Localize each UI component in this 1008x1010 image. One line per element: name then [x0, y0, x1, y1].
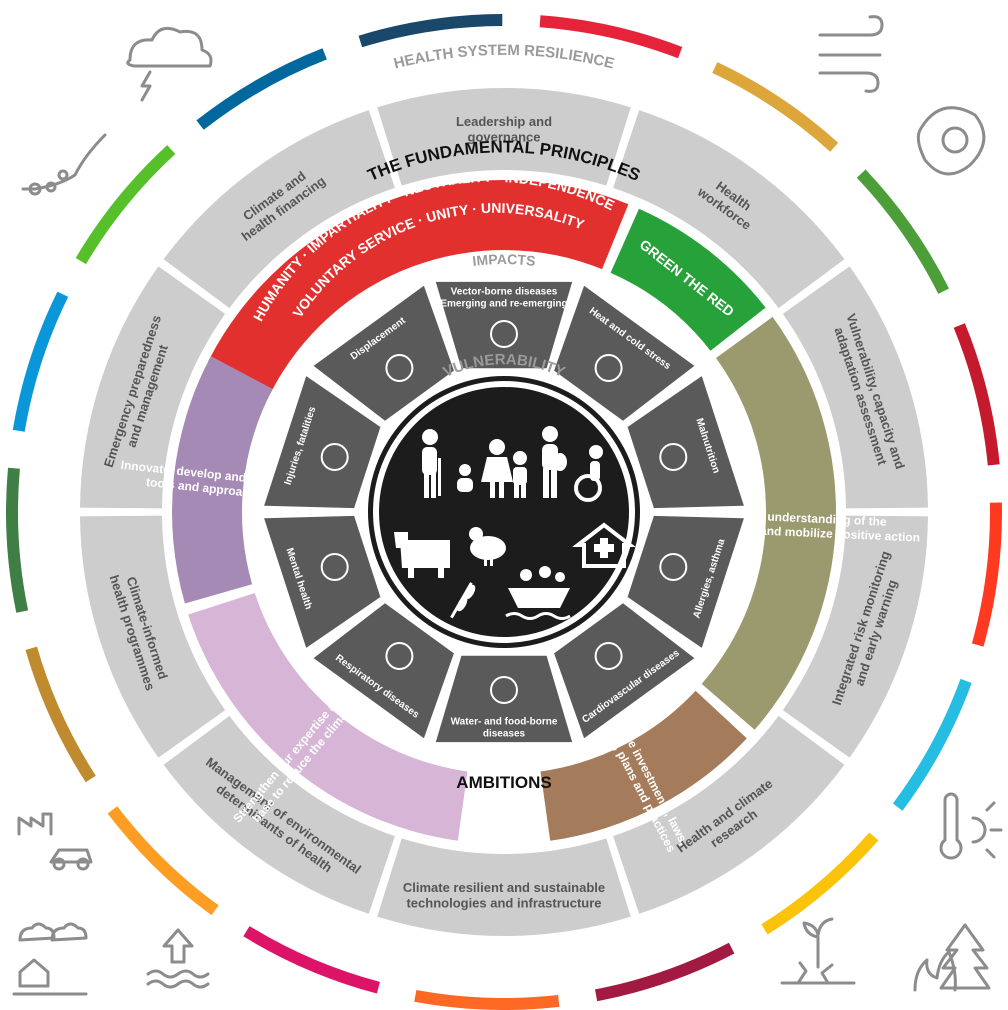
ambition-band	[701, 316, 836, 730]
sdg-segment	[6, 467, 29, 613]
impact-icon	[659, 443, 688, 471]
flood-boat-icon	[505, 566, 571, 620]
sdg-segment	[595, 942, 735, 1002]
sdg-segment	[414, 990, 560, 1010]
health-facility-icon	[572, 522, 636, 568]
health-system-sector	[613, 110, 845, 309]
impact-icon	[490, 320, 518, 348]
sdg-segment	[971, 502, 1002, 647]
health-system-sector	[377, 838, 631, 937]
sdg-segment	[856, 169, 949, 294]
wind-icon	[818, 15, 884, 93]
flood-icon	[12, 922, 88, 996]
sdg-segment	[107, 806, 219, 916]
sdg-color-ring	[6, 14, 1002, 1010]
sdg-segment	[712, 62, 839, 152]
impact-sector	[435, 281, 573, 369]
impact-icon	[320, 443, 349, 471]
fundamental-principles-band	[208, 180, 629, 394]
poultry-icon	[469, 527, 506, 566]
impacts-title: IMPACTS	[472, 251, 537, 269]
impact-icon	[594, 354, 623, 382]
crops-icon	[450, 582, 476, 619]
impact-sector	[313, 603, 454, 739]
principles-ambitions-ring: GREEN THE RED	[172, 180, 836, 841]
health-system-sector	[377, 87, 631, 186]
ambition-band	[188, 593, 468, 841]
sdg-segment	[25, 646, 96, 783]
impact-icon	[659, 553, 688, 581]
hazard-icons	[12, 15, 1003, 996]
impact-sector	[627, 376, 744, 509]
cyclone-icon	[916, 106, 986, 176]
health-system-sector	[163, 110, 395, 309]
impact-sector	[264, 376, 381, 509]
wildfire-icon	[913, 923, 991, 992]
health-system-sector	[782, 515, 928, 758]
vulnerability-core-border	[373, 381, 635, 643]
landslide-icon	[21, 133, 107, 196]
impact-sector	[264, 515, 381, 648]
impact-sector	[435, 655, 573, 743]
sdg-segment	[12, 291, 69, 432]
health-system-sector	[80, 266, 226, 509]
sdg-segment	[953, 323, 1000, 466]
pollution-icon	[17, 812, 93, 871]
sdg-segment	[761, 832, 879, 935]
impact-icon	[385, 354, 414, 382]
impact-icon	[385, 642, 414, 670]
heat-thermometer-icon	[939, 792, 1003, 860]
vulnerability-core	[368, 376, 640, 648]
sea-level-rise-icon	[146, 928, 210, 989]
sdg-segment	[358, 14, 503, 48]
green-the-red-band	[610, 208, 766, 351]
sdg-segment	[196, 48, 327, 130]
ambition-band	[172, 356, 273, 604]
storm-icon	[126, 26, 213, 102]
impact-sector	[554, 603, 695, 739]
ambitions-title: AMBITIONS	[456, 773, 551, 792]
impact-sector	[554, 285, 695, 421]
health-system-sector	[782, 266, 928, 509]
livestock-icon	[394, 532, 450, 578]
impact-icon	[594, 642, 623, 670]
health-system-sector	[163, 715, 395, 914]
impact-icon	[490, 676, 518, 704]
vulnerable-people-icon	[422, 426, 603, 502]
sdg-segment	[539, 15, 683, 59]
sdg-segment	[892, 678, 972, 811]
health-system-sector	[80, 515, 226, 758]
drought-icon	[780, 917, 856, 985]
ambition-band	[540, 690, 747, 841]
sdg-segment	[243, 926, 380, 994]
health-system-sector	[613, 715, 845, 914]
sdg-segment	[75, 145, 176, 265]
impact-sector	[313, 285, 454, 421]
impact-icon	[320, 553, 349, 581]
health-system-title: HEALTH SYSTEM RESILIENCE	[392, 42, 616, 73]
impact-sector	[627, 515, 744, 648]
